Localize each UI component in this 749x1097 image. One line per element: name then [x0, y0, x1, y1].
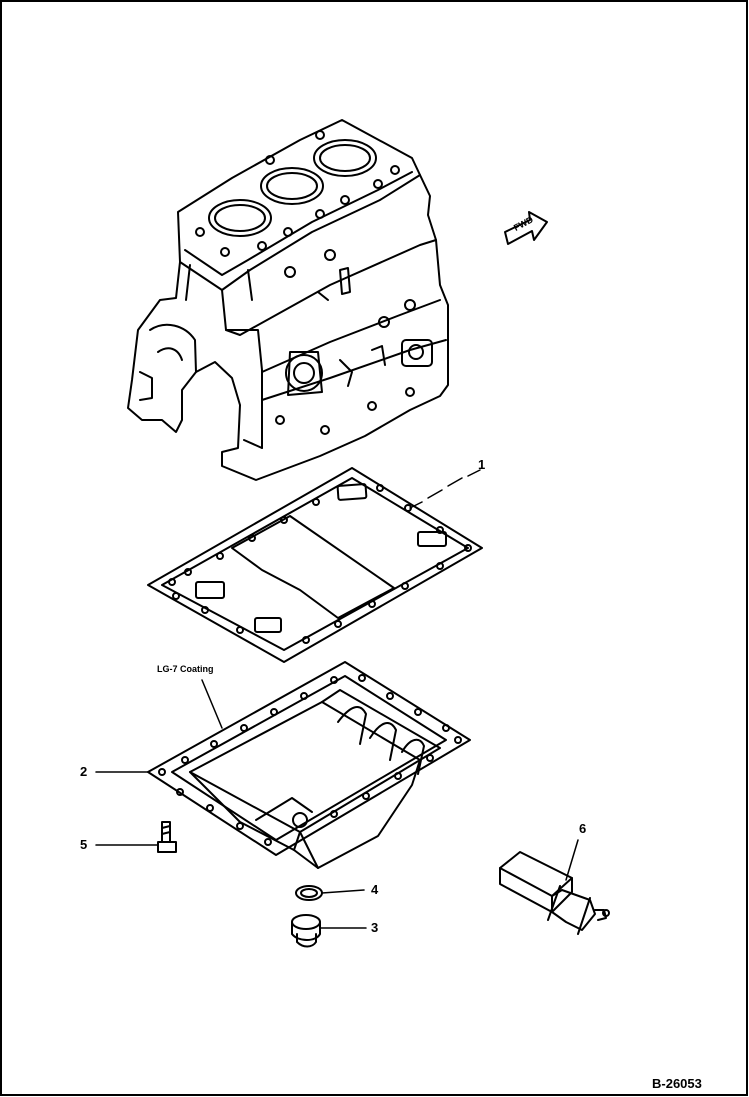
- drain-plug-washer-drawing: [295, 885, 323, 901]
- callout-2-oil-pan: 2: [80, 764, 88, 779]
- callout-1-oil-pan-gasket: 1: [478, 457, 486, 472]
- callout-6-oil-strainer: 6: [579, 821, 587, 836]
- leader-lines: [95, 469, 579, 929]
- oil-pan-drawing: [147, 661, 471, 869]
- oil-strainer-drawing: [499, 851, 610, 935]
- figure-code: B-26053: [652, 1076, 702, 1091]
- callout-4-drain-plug-washer: 4: [371, 882, 379, 897]
- callout-3-drain-plug: 3: [371, 920, 379, 935]
- fwd-arrow-icon: [504, 211, 548, 245]
- cylinder-block-drawing: [127, 119, 449, 481]
- lg7-coating-note: LG-7 Coating: [157, 664, 214, 674]
- drain-plug-drawing: [291, 914, 321, 948]
- callout-5-oil-pan-bolt: 5: [80, 837, 88, 852]
- oil-pan-gasket-drawing: [147, 467, 483, 663]
- oil-pan-bolt-drawing: [157, 821, 177, 853]
